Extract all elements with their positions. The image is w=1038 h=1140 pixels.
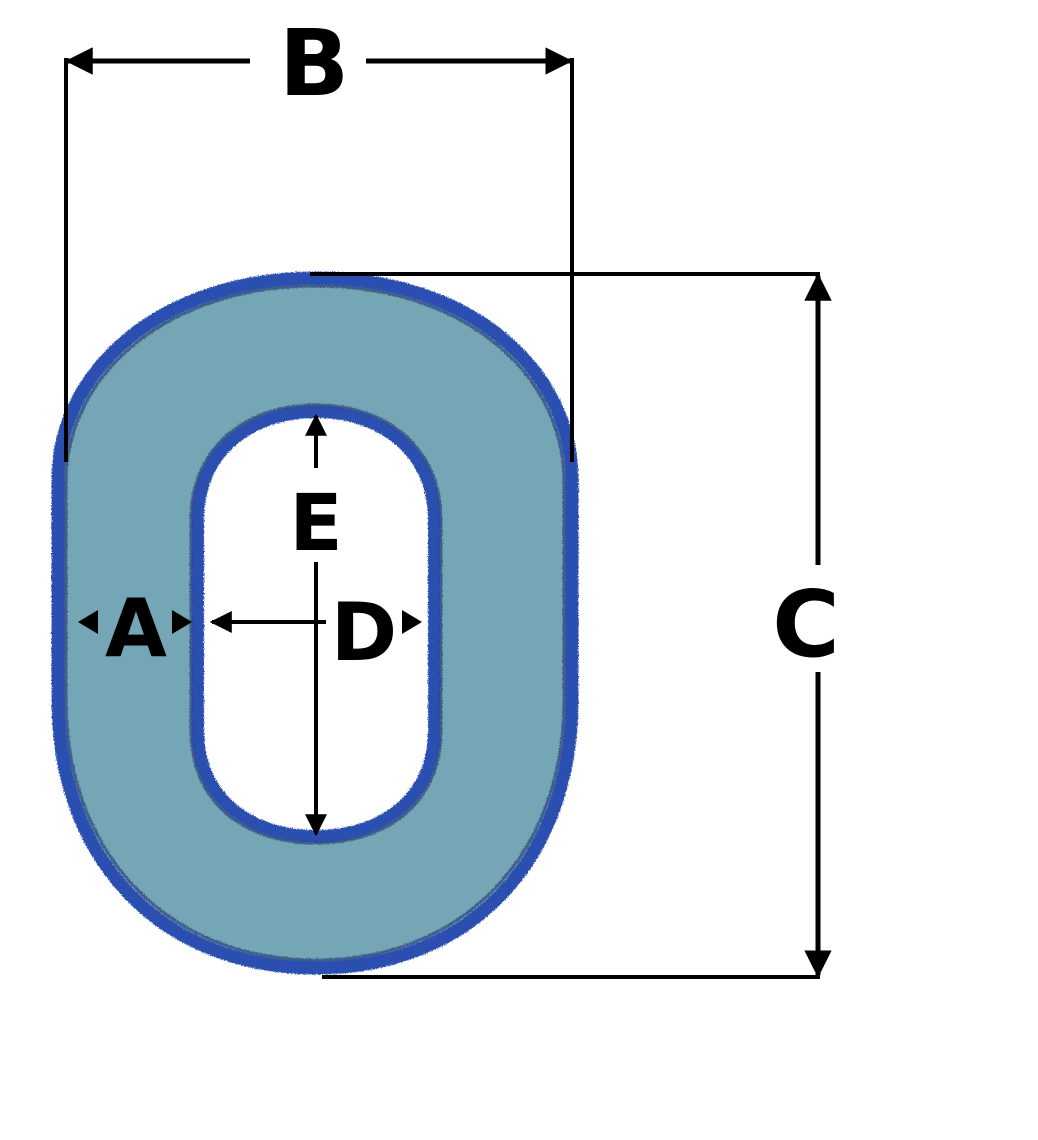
- dimension-c: C: [310, 272, 840, 979]
- dimension-a: A: [78, 582, 192, 675]
- dimension-b: B: [64, 10, 574, 462]
- ring-body: [58, 278, 572, 968]
- ring-outer-outline: [51, 271, 579, 975]
- dimension-d: D: [209, 586, 422, 679]
- arrowhead-a-right: [172, 610, 192, 634]
- label-c: C: [772, 571, 840, 678]
- label-d: D: [331, 586, 397, 679]
- arrowhead-d-right: [402, 610, 422, 634]
- arrowhead-a-left: [78, 610, 98, 634]
- label-a: A: [105, 582, 167, 675]
- ring-shape: [51, 271, 579, 975]
- label-b: B: [279, 10, 349, 117]
- label-e: E: [289, 479, 342, 569]
- dimension-e: E: [289, 413, 343, 837]
